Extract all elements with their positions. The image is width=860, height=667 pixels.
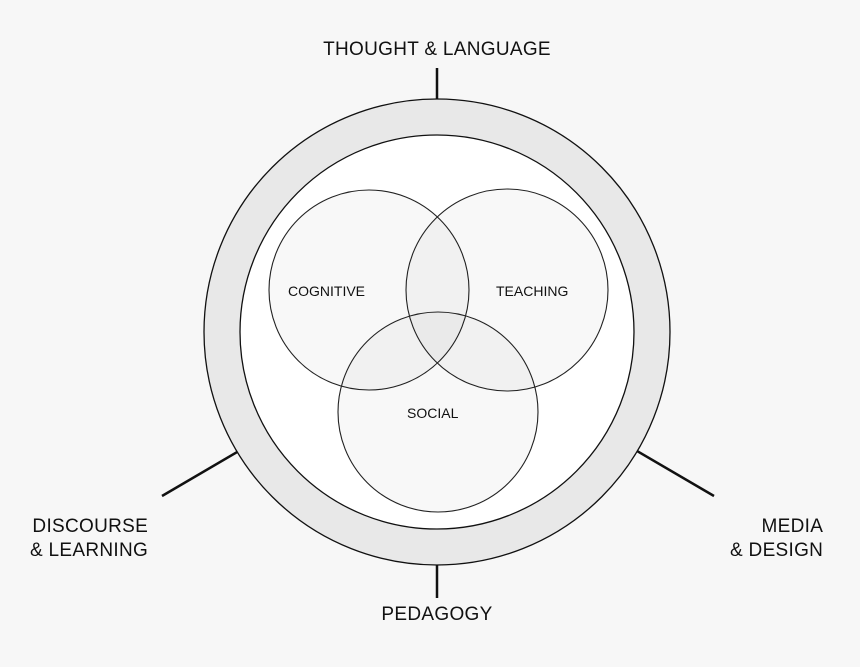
label-discourse-line2: & LEARNING <box>30 540 149 561</box>
label-cognitive: COGNITIVE <box>288 283 366 299</box>
venn-circle-teaching <box>405 188 609 392</box>
label-thought-language: THOUGHT & LANGUAGE <box>323 39 551 60</box>
venn-circle-cognitive <box>268 189 470 391</box>
label-media-line1: MEDIA <box>761 516 824 537</box>
label-discourse-learning: DISCOURSE & LEARNING <box>30 515 148 563</box>
label-discourse-line1: DISCOURSE <box>32 516 149 537</box>
label-media-design: MEDIA & DESIGN <box>730 515 823 563</box>
label-social: SOCIAL <box>407 405 459 421</box>
inner-circle <box>239 134 635 530</box>
label-pedagogy: PEDAGOGY <box>381 604 493 625</box>
label-teaching: TEACHING <box>496 283 569 299</box>
label-media-line2: & DESIGN <box>730 540 824 561</box>
venn-circle-social <box>337 311 539 513</box>
